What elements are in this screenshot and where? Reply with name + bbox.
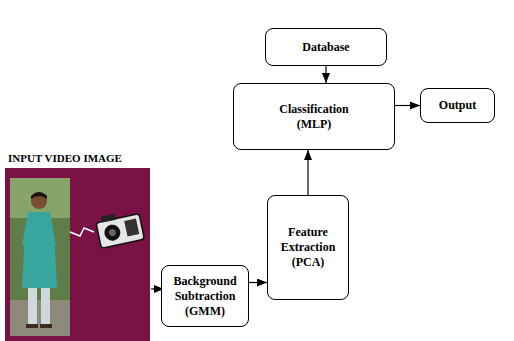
person-shoe [26, 324, 38, 328]
box-text-group: Classification (MLP) [269, 102, 359, 132]
box-label: Background Subtraction (GMM) [169, 274, 241, 319]
process-box: Output [420, 88, 495, 123]
box-label: Output [439, 98, 476, 113]
camera-flash [70, 228, 94, 236]
person-arm [22, 212, 31, 246]
flow-arrow [307, 150, 308, 195]
input-caption: INPUT VIDEO IMAGE [8, 152, 122, 164]
box-text-group: Output [439, 98, 476, 113]
process-box: Feature Extraction (PCA) [267, 195, 349, 300]
person-leg [28, 288, 37, 324]
box-text-group: Feature Extraction (PCA) [275, 225, 341, 270]
photo-background [10, 178, 70, 336]
person-shoe [40, 324, 52, 328]
flow-arrow [325, 66, 326, 83]
box-text-group: Background Subtraction (GMM) [169, 274, 241, 319]
box-label: Database [302, 40, 349, 55]
flow-arrow [249, 282, 267, 283]
process-box: Classification (MLP) [233, 83, 395, 150]
box-text-group: Database [302, 40, 349, 55]
person-hair [31, 192, 47, 199]
box-label: Classification (MLP) [269, 102, 359, 132]
photo-ground [10, 300, 70, 336]
person-dress [22, 212, 57, 288]
camera-symbol [95, 209, 144, 248]
person-arm [47, 212, 56, 247]
box-label: Feature Extraction (PCA) [275, 225, 341, 270]
flow-arrow [395, 105, 420, 106]
process-box: Database [265, 28, 387, 66]
photo-frame [5, 168, 150, 341]
person-leg [41, 288, 50, 324]
person-head [31, 193, 47, 209]
process-box: Background Subtraction (GMM) [161, 265, 249, 327]
